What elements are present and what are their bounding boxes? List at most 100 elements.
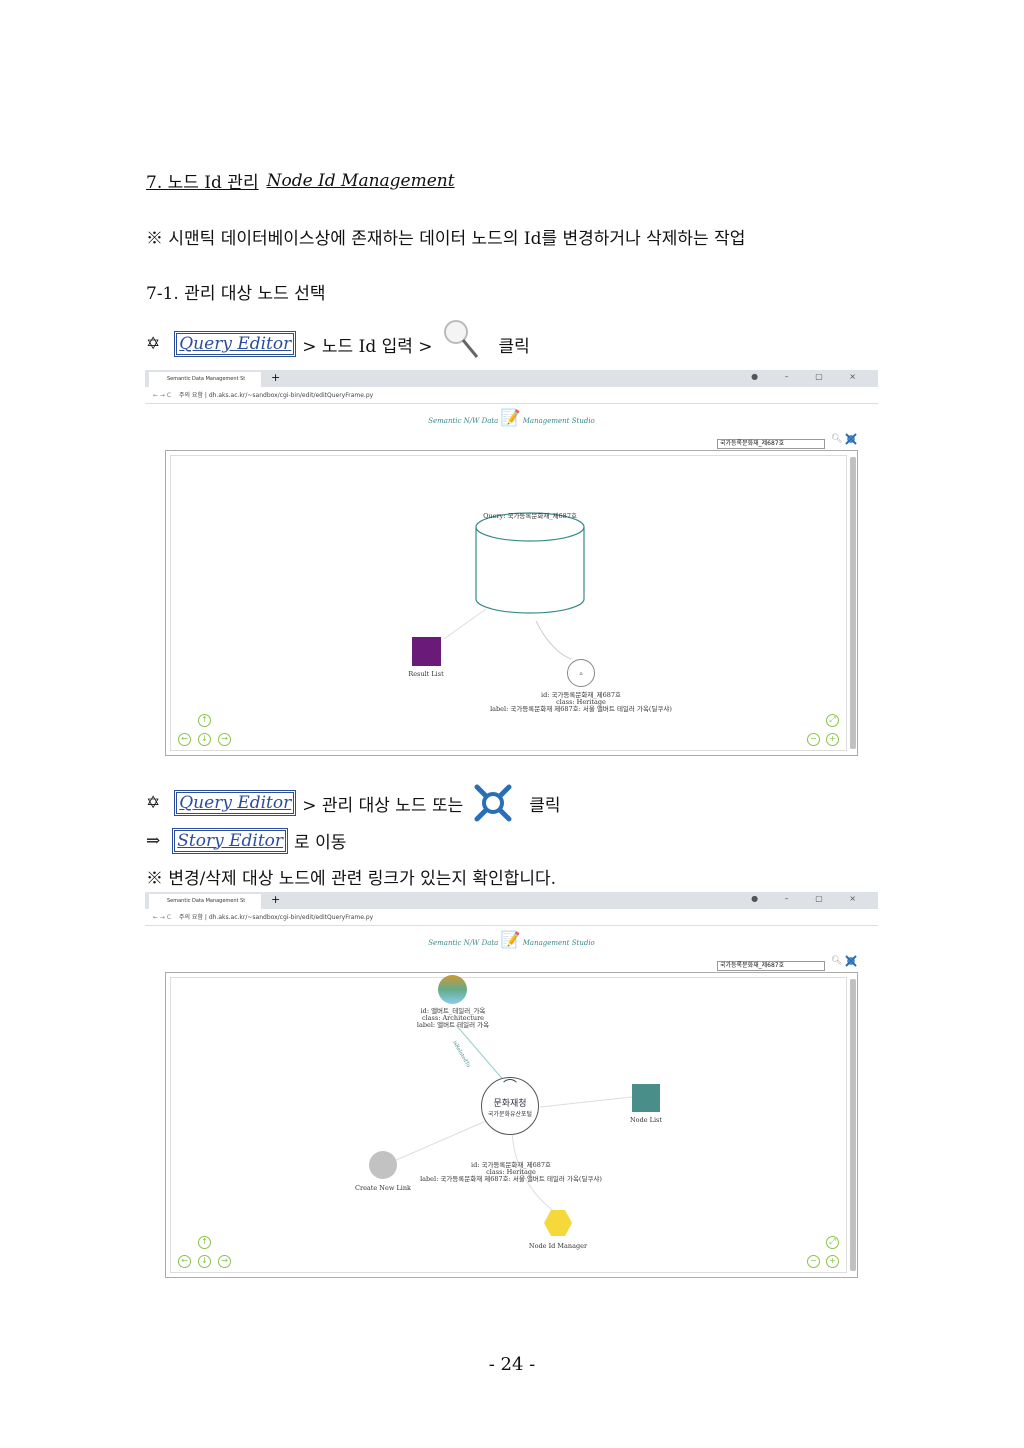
- address-bar[interactable]: ← → C 주의 요함 | dh.aks.ac.kr/~sandbox/cgi-…: [145, 387, 878, 404]
- pan-left-button[interactable]: ←: [178, 733, 191, 746]
- pan-left-button[interactable]: ←: [178, 1255, 191, 1268]
- pan-down-button[interactable]: ↓: [198, 1255, 211, 1268]
- app-title: Semantic N/W Data 📝 Management Studio: [145, 408, 878, 427]
- edit-note-icon: 📝: [500, 930, 521, 949]
- query-editor-link[interactable]: Query Editor: [174, 790, 297, 816]
- star-bullet-icon: ✡: [146, 793, 161, 813]
- zoom-out-button[interactable]: −: [807, 733, 820, 746]
- browser-tab[interactable]: Semantic Data Management St: [149, 894, 261, 909]
- arrow-bullet-icon: ⇒: [146, 830, 161, 851]
- pan-up-button[interactable]: ↑: [198, 1236, 211, 1249]
- create-link-node[interactable]: [369, 1151, 397, 1179]
- browser-tab[interactable]: Semantic Data Management St: [149, 372, 261, 387]
- heritage-node-info: id: 국가등록문화재_제687호 class: Heritage label:…: [396, 1162, 626, 1183]
- zoom-in-button[interactable]: +: [826, 1255, 839, 1268]
- zoom-in-button[interactable]: +: [826, 733, 839, 746]
- url[interactable]: dh.aks.ac.kr/~sandbox/cgi-bin/edit/editQ…: [208, 392, 374, 399]
- warning-text: 주의 요함: [178, 914, 203, 921]
- network-icon[interactable]: [843, 953, 859, 969]
- node-id: id: 국가등록문화재_제687호: [541, 691, 621, 699]
- step-text: > 관리 대상 노드 또는: [302, 795, 464, 816]
- graph-canvas[interactable]: Query: 국가등록문화재_제687호 Result List ⌂ id: 국…: [165, 450, 858, 756]
- step-text: > 노드 Id 입력 >: [302, 336, 433, 357]
- app-title-left: Semantic N/W Data: [428, 417, 499, 425]
- roof-icon: ⌒: [503, 1079, 517, 1095]
- subheading: 7-1. 관리 대상 노드 선택: [146, 284, 326, 304]
- node-id-manager-node[interactable]: [543, 1209, 573, 1237]
- search-icon[interactable]: 🔍︎: [831, 956, 843, 966]
- node-id: id: 국가등록문화재_제687호: [471, 1161, 551, 1169]
- graph-edges: [443, 512, 585, 660]
- architecture-node[interactable]: [438, 975, 467, 1004]
- query-editor-link[interactable]: Query Editor: [174, 331, 297, 357]
- step-text: 클릭: [529, 795, 561, 816]
- scrollbar[interactable]: [850, 979, 856, 1271]
- node-id-search-input[interactable]: 국가등록문화재_제687호: [717, 961, 825, 971]
- zoom-out-button[interactable]: −: [807, 1255, 820, 1268]
- window-controls-icon[interactable]: ● – ▢ ×: [751, 894, 868, 903]
- step-text: 로 이동: [294, 833, 347, 853]
- node-label: label: 국가등록문화재 제687호: 서울 앨버트 테일러 가옥(딜쿠샤): [490, 705, 672, 713]
- warning-text: 주의 요함: [178, 392, 203, 399]
- network-icon[interactable]: [843, 431, 859, 447]
- query-cylinder: [475, 512, 585, 542]
- pan-right-button[interactable]: →: [218, 733, 231, 746]
- screenshot-query-editor: Semantic Data Management St + ● – ▢ × ← …: [145, 370, 878, 758]
- architecture-node-info: id: 앨버트_테일러_가옥 class: Architecture label…: [386, 1008, 520, 1029]
- app-title-left: Semantic N/W Data: [428, 939, 499, 947]
- step-1: ✡ Query Editor > 노드 Id 입력 > 클릭: [146, 320, 530, 360]
- step-text: 클릭: [498, 336, 530, 357]
- fit-button[interactable]: ⤢: [826, 1236, 839, 1249]
- node-list-node[interactable]: [632, 1084, 660, 1112]
- create-link-label: Create New Link: [354, 1184, 411, 1192]
- heading-number: 7. 노드 Id 관리: [146, 173, 259, 193]
- result-list-label: Result List: [408, 670, 444, 678]
- address-bar[interactable]: ← → C 주의 요함 | dh.aks.ac.kr/~sandbox/cgi-…: [145, 909, 878, 926]
- result-list-node[interactable]: [412, 637, 441, 666]
- scrollbar[interactable]: [850, 457, 856, 749]
- step-2: ✡ Query Editor > 관리 대상 노드 또는 클릭: [146, 780, 561, 826]
- logo-text: 문화재청: [493, 1099, 527, 1109]
- window-controls-icon[interactable]: ● – ▢ ×: [751, 372, 868, 381]
- node-list-label: Node List: [629, 1116, 663, 1124]
- node-id-manager-label: Node Id Manager: [528, 1242, 588, 1250]
- star-bullet-icon: ✡: [146, 334, 161, 354]
- story-editor-link[interactable]: Story Editor: [172, 827, 289, 854]
- url[interactable]: dh.aks.ac.kr/~sandbox/cgi-bin/edit/editQ…: [208, 914, 374, 921]
- new-tab-icon[interactable]: +: [271, 371, 281, 384]
- pan-right-button[interactable]: →: [218, 1255, 231, 1268]
- logo-subtext: 국가문화유산포털: [487, 1111, 533, 1118]
- new-tab-icon[interactable]: +: [271, 893, 281, 906]
- node-id-search-input[interactable]: 국가등록문화재_제687호: [717, 439, 825, 449]
- heritage-node[interactable]: ⌒ 문화재청 국가문화유산포털: [481, 1077, 539, 1135]
- app-title-right: Management Studio: [522, 939, 595, 947]
- node-label: label: 앨버트 테일러 가옥: [416, 1021, 490, 1029]
- tab-bar: Semantic Data Management St + ● – ▢ ×: [145, 370, 878, 387]
- graph-canvas[interactable]: id: 앨버트_테일러_가옥 class: Architecture label…: [165, 972, 858, 1278]
- node-class: class: Heritage: [486, 1168, 536, 1176]
- note-check-links: ※ 변경/삭제 대상 노드에 관련 링크가 있는지 확인합니다.: [146, 869, 557, 889]
- page-number: - 24 -: [488, 1354, 536, 1375]
- edit-note-icon: 📝: [500, 408, 521, 427]
- magnifier-icon: [443, 320, 478, 358]
- screenshot-story-editor: Semantic Data Management St + ● – ▢ × ← …: [145, 892, 878, 1280]
- node-class: class: Architecture: [421, 1014, 485, 1022]
- node-label: label: 국가등록문화재 제687호: 서울 앨버트 테일러 가옥(딜쿠샤): [420, 1175, 602, 1183]
- heritage-node[interactable]: ⌂: [567, 659, 595, 687]
- fit-button[interactable]: ⤢: [826, 714, 839, 727]
- nav-arrows-icon[interactable]: ← → C: [153, 914, 172, 921]
- nav-arrows-icon[interactable]: ← → C: [153, 392, 172, 399]
- section-heading: 7. 노드 Id 관리 Node Id Management: [146, 168, 455, 194]
- heading-english: Node Id Management: [266, 170, 455, 191]
- node-class: class: Heritage: [556, 698, 606, 706]
- app-title: Semantic N/W Data 📝 Management Studio: [145, 930, 878, 949]
- app-title-right: Management Studio: [522, 417, 595, 425]
- note-description: ※ 시맨틱 데이터베이스상에 존재하는 데이터 노드의 Id를 변경하거나 삭제…: [146, 229, 746, 249]
- node-id: id: 앨버트_테일러_가옥: [420, 1007, 486, 1015]
- pan-up-button[interactable]: ↑: [198, 714, 211, 727]
- step-3: ⇒ Story Editor 로 이동: [146, 827, 347, 854]
- network-icon: [474, 784, 512, 822]
- graph-edges: [393, 1024, 633, 1214]
- pan-down-button[interactable]: ↓: [198, 733, 211, 746]
- search-icon[interactable]: 🔍︎: [831, 434, 843, 444]
